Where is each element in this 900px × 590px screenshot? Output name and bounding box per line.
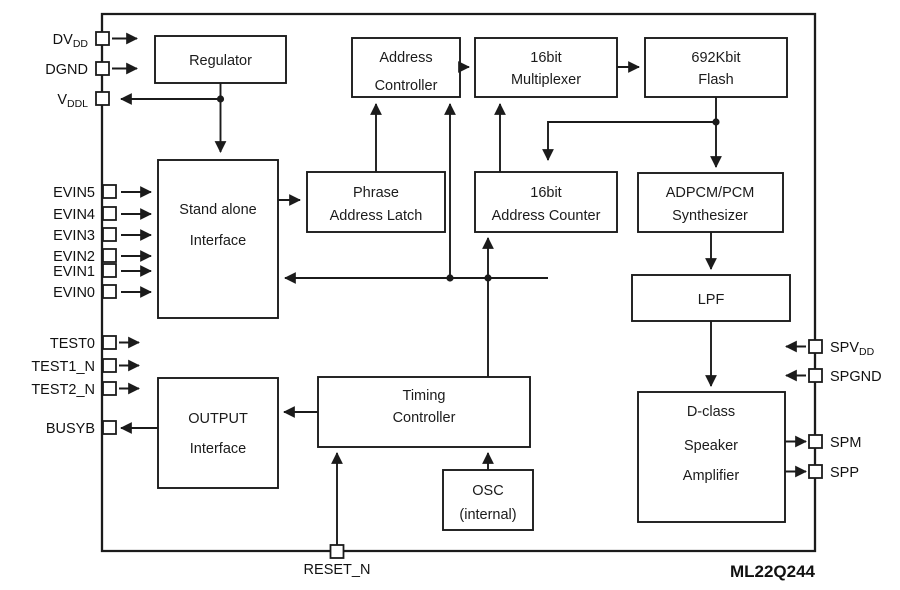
- pin-evin1[interactable]: EVIN1: [53, 263, 117, 280]
- block-label-flash-2: Flash: [698, 72, 733, 88]
- pin-spp[interactable]: SPP: [785, 464, 859, 481]
- block-label-dclass-2: Speaker: [684, 438, 738, 454]
- block-label-adpcm-2: Synthesizer: [672, 208, 748, 224]
- block-stand-alone-interface: Stand alone Interface: [157, 159, 279, 319]
- part-number-label: ML22Q244: [730, 562, 816, 581]
- junction-addrctrl-leg: [446, 274, 454, 282]
- pin-test2-n[interactable]: TEST2_N: [31, 381, 140, 398]
- pin-label-evin2: EVIN2: [53, 249, 95, 265]
- pin-spm[interactable]: SPM: [785, 434, 861, 451]
- block-label-lpf: LPF: [698, 292, 725, 308]
- block-16bit-address-counter: 16bit Address Counter: [474, 171, 618, 233]
- block-label-output-2: Interface: [190, 441, 246, 457]
- pin-label-evin0: EVIN0: [53, 285, 95, 301]
- pin-label-evin1: EVIN1: [53, 264, 95, 280]
- block-label-dclass-1: D-class: [687, 404, 735, 420]
- block-label-flash-1: 692Kbit: [691, 50, 740, 66]
- block-label-mux-1: 16bit: [530, 50, 561, 66]
- block-label-standalone-2: Interface: [190, 233, 246, 249]
- pin-label-dvdd: DVDD: [53, 32, 89, 50]
- block-label-osc-2: (internal): [459, 507, 516, 523]
- junction-flash-branch: [712, 118, 720, 126]
- pin-label-vddl: VDDL: [57, 92, 88, 110]
- block-label-addrcounter-2: Address Counter: [492, 208, 601, 224]
- pin-evin3[interactable]: EVIN3: [53, 227, 117, 244]
- block-label-timing-1: Timing: [403, 388, 446, 404]
- pin-label-test0: TEST0: [50, 336, 95, 352]
- block-label-addrctrl-1: Address: [379, 50, 432, 66]
- block-label-mux-2: Multiplexer: [511, 72, 581, 88]
- wire-flash-branch-to-mux: [542, 121, 716, 161]
- block-address-controller: Address Controller: [351, 37, 461, 98]
- pin-label-evin5: EVIN5: [53, 185, 95, 201]
- block-label-timing-2: Controller: [393, 410, 456, 426]
- block-label-standalone-1: Stand alone: [179, 202, 256, 218]
- block-label-dclass-3: Amplifier: [683, 468, 740, 484]
- block-label-regulator: Regulator: [189, 53, 252, 69]
- block-timing-controller: Timing Controller: [317, 376, 531, 448]
- pin-spgnd[interactable]: SPGND: [785, 368, 882, 385]
- block-label-addrctrl-2: Controller: [375, 78, 438, 94]
- pin-evin0[interactable]: EVIN0: [53, 284, 117, 301]
- block-lpf: LPF: [631, 274, 791, 322]
- block-output-interface: OUTPUT Interface: [157, 377, 279, 489]
- junction-timing-bus: [484, 274, 492, 282]
- block-phrase-address-latch: Phrase Address Latch: [306, 171, 446, 233]
- left-pins: DVDD DGND VDDL EVIN5 EVIN4 EVIN3 EVIN2: [31, 31, 140, 437]
- block-adpcm-pcm-synthesizer: ADPCM/PCM Synthesizer: [637, 172, 784, 233]
- block-osc: OSC (internal): [442, 469, 534, 531]
- pin-label-spvdd: SPVDD: [830, 340, 875, 358]
- pin-label-busyb: BUSYB: [46, 421, 95, 437]
- block-16bit-multiplexer: 16bit Multiplexer: [474, 37, 618, 98]
- pin-evin2[interactable]: EVIN2: [53, 248, 117, 265]
- pin-label-test1-n: TEST1_N: [31, 359, 95, 375]
- pin-test1-n[interactable]: TEST1_N: [31, 358, 140, 375]
- pin-label-spm: SPM: [830, 435, 861, 451]
- pin-label-spgnd: SPGND: [830, 369, 882, 385]
- pin-label-evin3: EVIN3: [53, 228, 95, 244]
- pin-spvdd[interactable]: SPVDD: [785, 339, 875, 358]
- block-flash: 692Kbit Flash: [644, 37, 788, 98]
- pin-dvdd[interactable]: DVDD: [53, 31, 138, 50]
- pin-label-evin4: EVIN4: [53, 207, 95, 223]
- pin-test0[interactable]: TEST0: [50, 335, 140, 352]
- junction-regulator-vddl: [216, 95, 225, 103]
- pin-label-reset-n: RESET_N: [304, 562, 371, 578]
- block-label-output-1: OUTPUT: [188, 411, 248, 427]
- chip-boundary: [100, 12, 817, 553]
- pin-label-dgnd: DGND: [45, 62, 88, 78]
- block-label-addrcounter-1: 16bit: [530, 185, 561, 201]
- pin-evin4[interactable]: EVIN4: [53, 206, 117, 223]
- block-label-phraselatch-1: Phrase: [353, 185, 399, 201]
- block-regulator: Regulator: [154, 35, 287, 84]
- pin-label-test2-n: TEST2_N: [31, 382, 95, 398]
- block-label-osc-1: OSC: [472, 483, 503, 499]
- block-label-phraselatch-2: Address Latch: [330, 208, 423, 224]
- block-d-class-speaker-amplifier: D-class Speaker Amplifier: [637, 391, 786, 523]
- pin-reset-n[interactable]: RESET_N: [304, 544, 371, 578]
- wire-network: [120, 61, 722, 545]
- pin-evin5[interactable]: EVIN5: [53, 184, 117, 201]
- pin-busyb[interactable]: BUSYB: [46, 420, 117, 437]
- block-label-adpcm-1: ADPCM/PCM: [666, 185, 755, 201]
- pin-dgnd[interactable]: DGND: [45, 61, 138, 78]
- pin-label-spp: SPP: [830, 465, 859, 481]
- pin-vddl[interactable]: VDDL: [57, 91, 110, 110]
- right-pins: SPVDD SPGND SPM SPP: [785, 339, 882, 481]
